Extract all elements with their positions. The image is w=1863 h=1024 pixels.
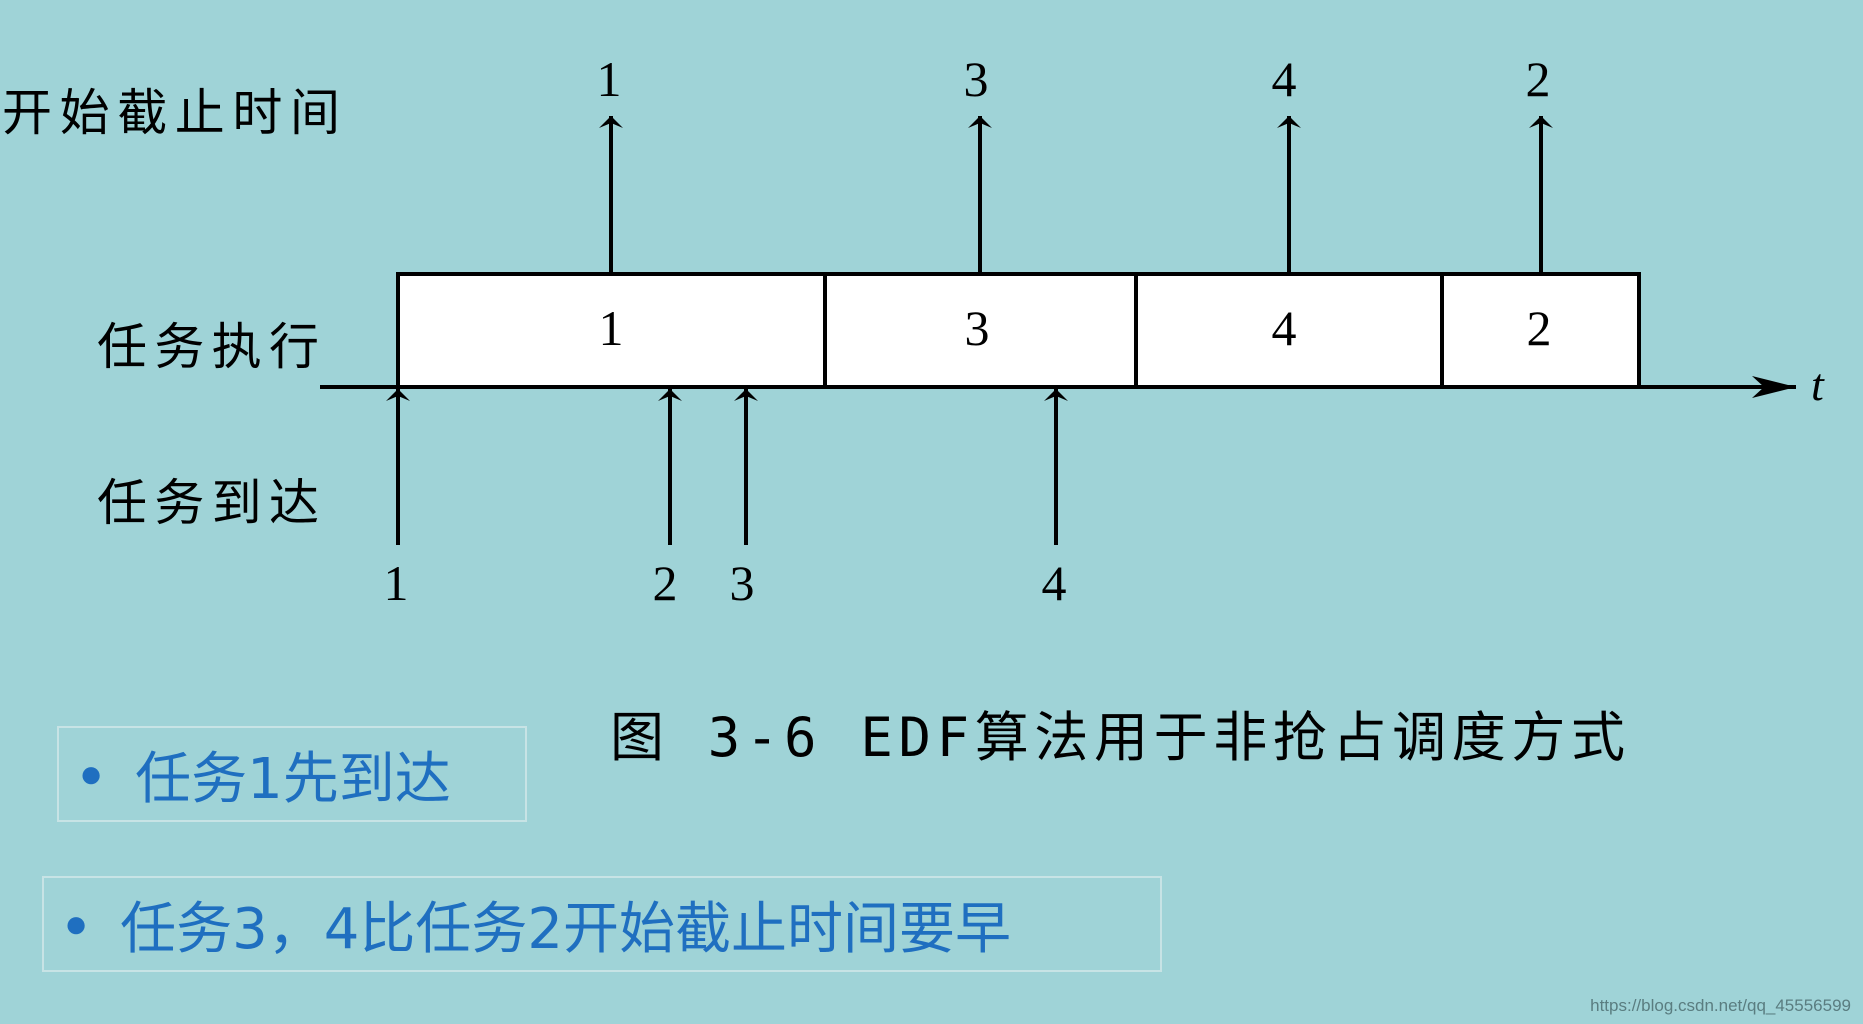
execution-block-4-box	[1134, 272, 1444, 389]
arrival-arrow-1-label: 1	[384, 555, 409, 611]
deadline-arrow-1-label: 1	[597, 51, 622, 107]
note-box-2: ● 任务3，4比任务2开始截止时间要早	[42, 876, 1162, 972]
execution-block-4: 4	[1134, 272, 1444, 389]
note-box-1: ● 任务1先到达	[57, 726, 527, 822]
arrival-arrow-2-label: 2	[653, 555, 678, 611]
execution-block-3: 3	[823, 272, 1138, 389]
execution-block-2: 2	[1440, 272, 1641, 389]
execution-block-1: 1	[396, 272, 827, 389]
arrival-arrow-3-label: 3	[730, 555, 755, 611]
bullet-icon: ●	[79, 751, 104, 796]
deadline-arrow-4-label: 4	[1272, 51, 1297, 107]
execution-block-4-label: 4	[1272, 300, 1297, 356]
time-axis-label: t	[1811, 359, 1825, 410]
figure-caption: 图 3-6 EDF算法用于非抢占调度方式	[610, 706, 1625, 769]
arrival-arrow-4-label: 4	[1042, 555, 1067, 611]
arrival-arrows: 1 2 3 4	[384, 389, 1068, 611]
deadline-arrow-2-label: 2	[1526, 51, 1551, 107]
bullet-icon: ●	[64, 901, 89, 946]
note-2-text: 任务3，4比任务2开始截止时间要早	[120, 896, 1012, 962]
execution-timeline: 1 3 4 2	[396, 272, 1641, 389]
deadline-arrows: 1 3 4 2	[597, 51, 1553, 272]
execution-block-2-box	[1440, 272, 1641, 389]
watermark: https://blog.csdn.net/qq_45556599	[1590, 996, 1851, 1015]
execution-block-3-box	[823, 272, 1138, 389]
execution-block-2-label: 2	[1527, 300, 1552, 356]
deadline-arrow-3-label: 3	[964, 51, 989, 107]
execution-block-3-label: 3	[965, 300, 990, 356]
note-1-text: 任务1先到达	[135, 746, 451, 812]
execution-block-1-label: 1	[599, 300, 624, 356]
